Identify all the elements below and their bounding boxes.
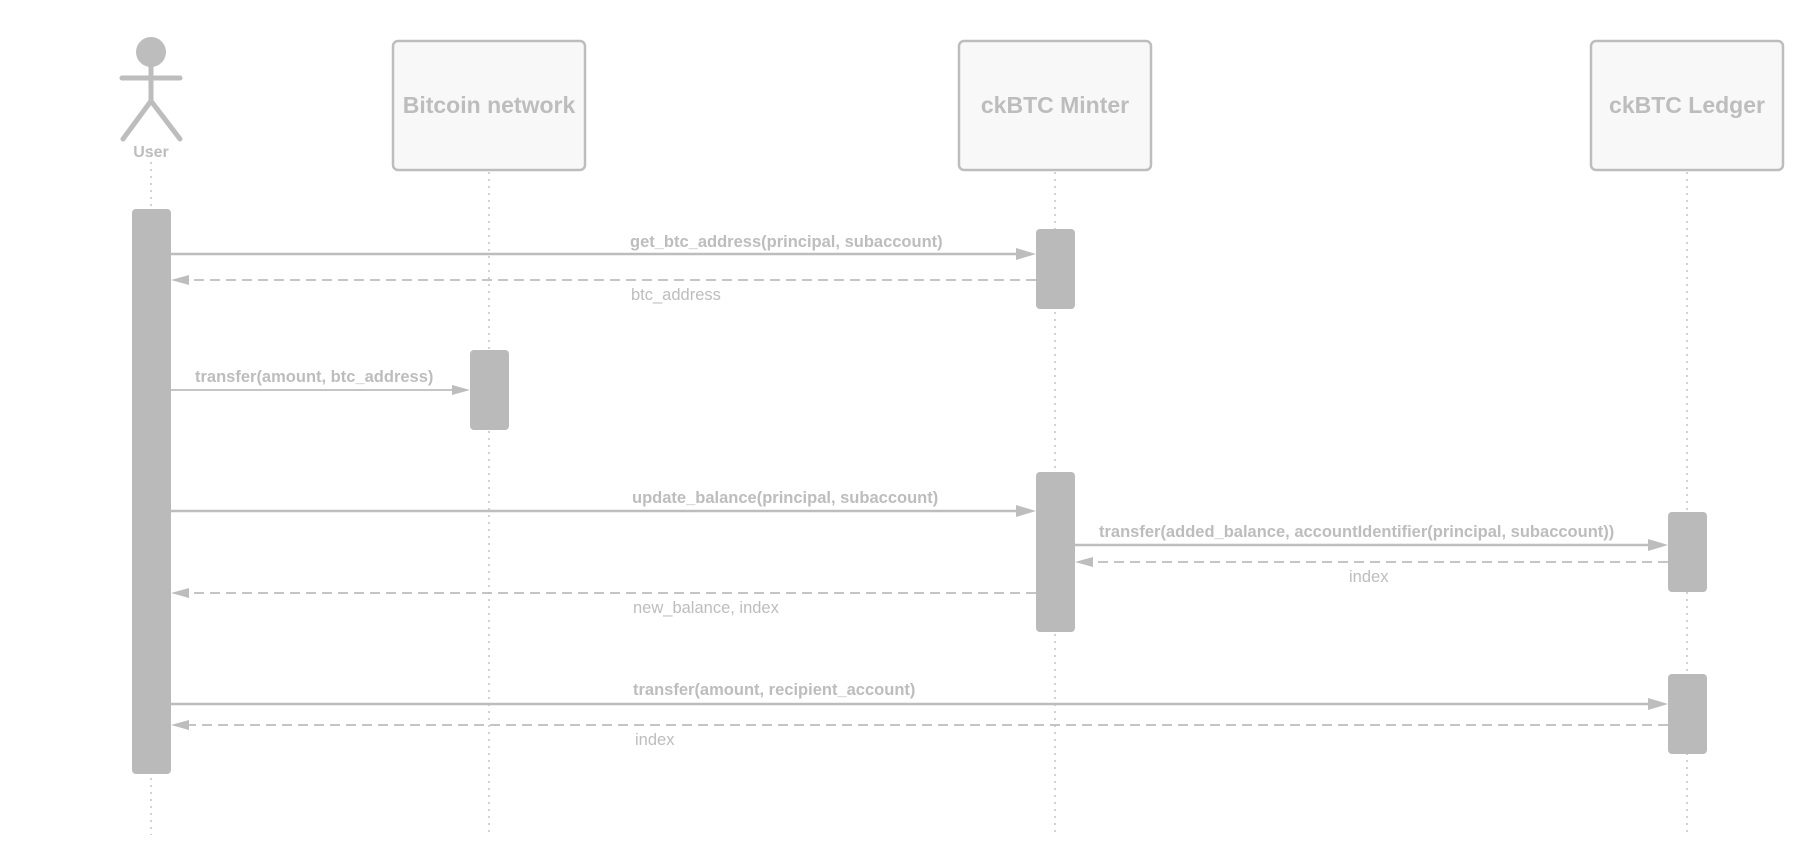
message-btc-address-return: btc_address	[171, 275, 1036, 304]
user-actor-icon	[119, 37, 183, 142]
arrowhead-icon	[1016, 248, 1036, 260]
activation-minter-2	[1036, 472, 1075, 632]
message-new-balance-return: new_balance, index	[171, 588, 1036, 617]
message-index-return-user: index	[171, 720, 1668, 749]
arrowhead-icon	[171, 275, 189, 285]
participant-ckbtc-minter: ckBTC Minter	[957, 39, 1153, 172]
arrowhead-icon	[171, 720, 189, 730]
message-label: get_btc_address(principal, subaccount)	[630, 233, 943, 251]
participant-user: User	[119, 37, 183, 161]
arrowhead-icon	[1016, 505, 1036, 517]
message-label: new_balance, index	[633, 599, 780, 617]
arrowhead-icon	[1648, 698, 1668, 710]
activation-minter-1	[1036, 229, 1075, 309]
arrowhead-icon	[452, 385, 470, 395]
message-label: transfer(added_balance, accountIdentifie…	[1099, 523, 1614, 541]
participant-box	[391, 39, 587, 172]
activation-user	[132, 209, 171, 774]
message-get-btc-address: get_btc_address(principal, subaccount)	[171, 233, 1036, 260]
message-update-balance: update_balance(principal, subaccount)	[171, 489, 1036, 517]
participant-box	[957, 39, 1153, 172]
message-transfer-btc: transfer(amount, btc_address)	[171, 368, 470, 395]
message-label: transfer(amount, btc_address)	[195, 368, 433, 386]
participant-label: ckBTC Minter	[981, 92, 1129, 118]
message-label: index	[635, 731, 675, 749]
arrowhead-icon	[171, 588, 189, 598]
participant-label: ckBTC Ledger	[1609, 92, 1765, 118]
participant-ckbtc-ledger: ckBTC Ledger	[1589, 39, 1785, 172]
activation-ledger-2	[1668, 674, 1707, 754]
participant-label: User	[133, 144, 169, 161]
message-transfer-added-balance: transfer(added_balance, accountIdentifie…	[1075, 523, 1668, 551]
message-transfer-recipient: transfer(amount, recipient_account)	[171, 681, 1668, 710]
message-label: update_balance(principal, subaccount)	[632, 489, 938, 507]
participant-label: Bitcoin network	[403, 92, 576, 118]
message-index-return-minter: index	[1075, 557, 1668, 586]
activation-ledger-1	[1668, 512, 1707, 592]
message-label: index	[1349, 568, 1389, 586]
activation-bitcoin-network	[470, 350, 509, 430]
arrowhead-icon	[1075, 557, 1093, 567]
arrowhead-icon	[1648, 539, 1668, 551]
participant-box	[1589, 39, 1785, 172]
message-label: transfer(amount, recipient_account)	[633, 681, 915, 699]
participant-bitcoin-network: Bitcoin network	[391, 39, 587, 172]
message-label: btc_address	[631, 286, 721, 304]
